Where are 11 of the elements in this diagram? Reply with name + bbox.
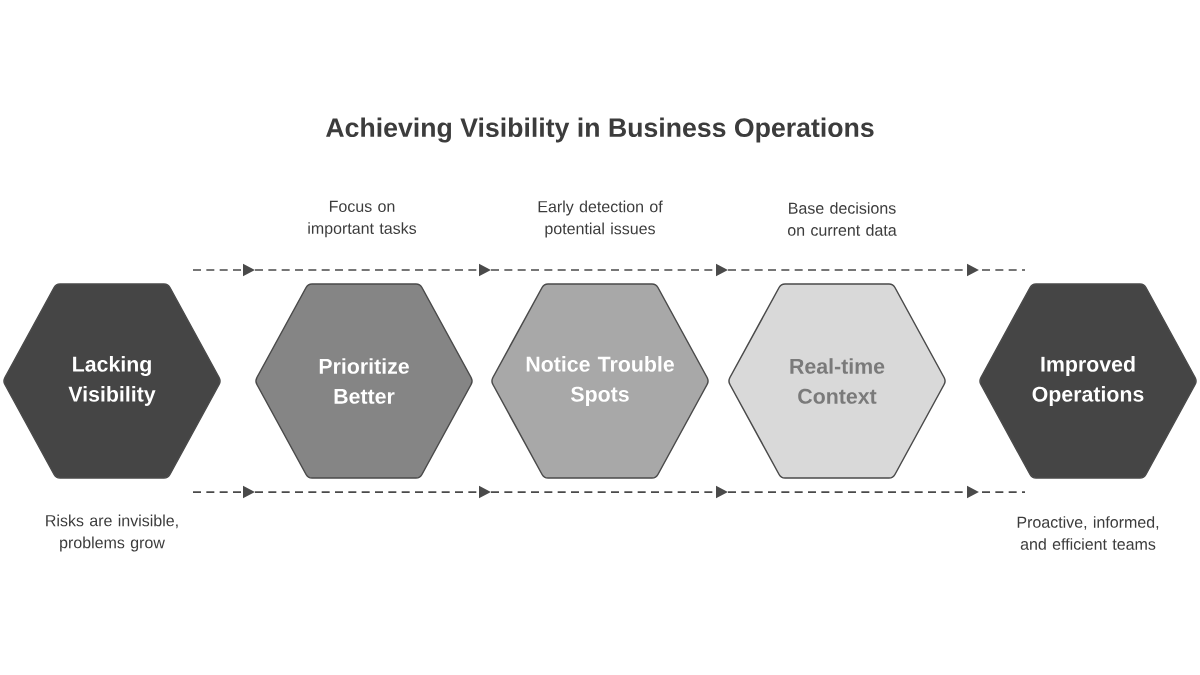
hexagon: Lacking Visibility [3,283,221,479]
hexagon: Real-time Context [728,283,946,479]
title: Achieving Visibility in Business Operations [326,117,874,143]
node-label: Risks are invisible, problems grow [46,514,178,552]
annotation: Base decisions on current data [788,202,897,236]
hexagon: Prioritize Better [255,283,473,479]
annotation: Early detection of potential issues [538,200,663,238]
node-label: Proactive, informed, and efficient teams [1017,516,1159,550]
annotation: Focus on important tasks [308,200,417,238]
hexagon: Notice Trouble Spots [491,283,709,479]
hexagon: Improved Operations [979,283,1197,479]
